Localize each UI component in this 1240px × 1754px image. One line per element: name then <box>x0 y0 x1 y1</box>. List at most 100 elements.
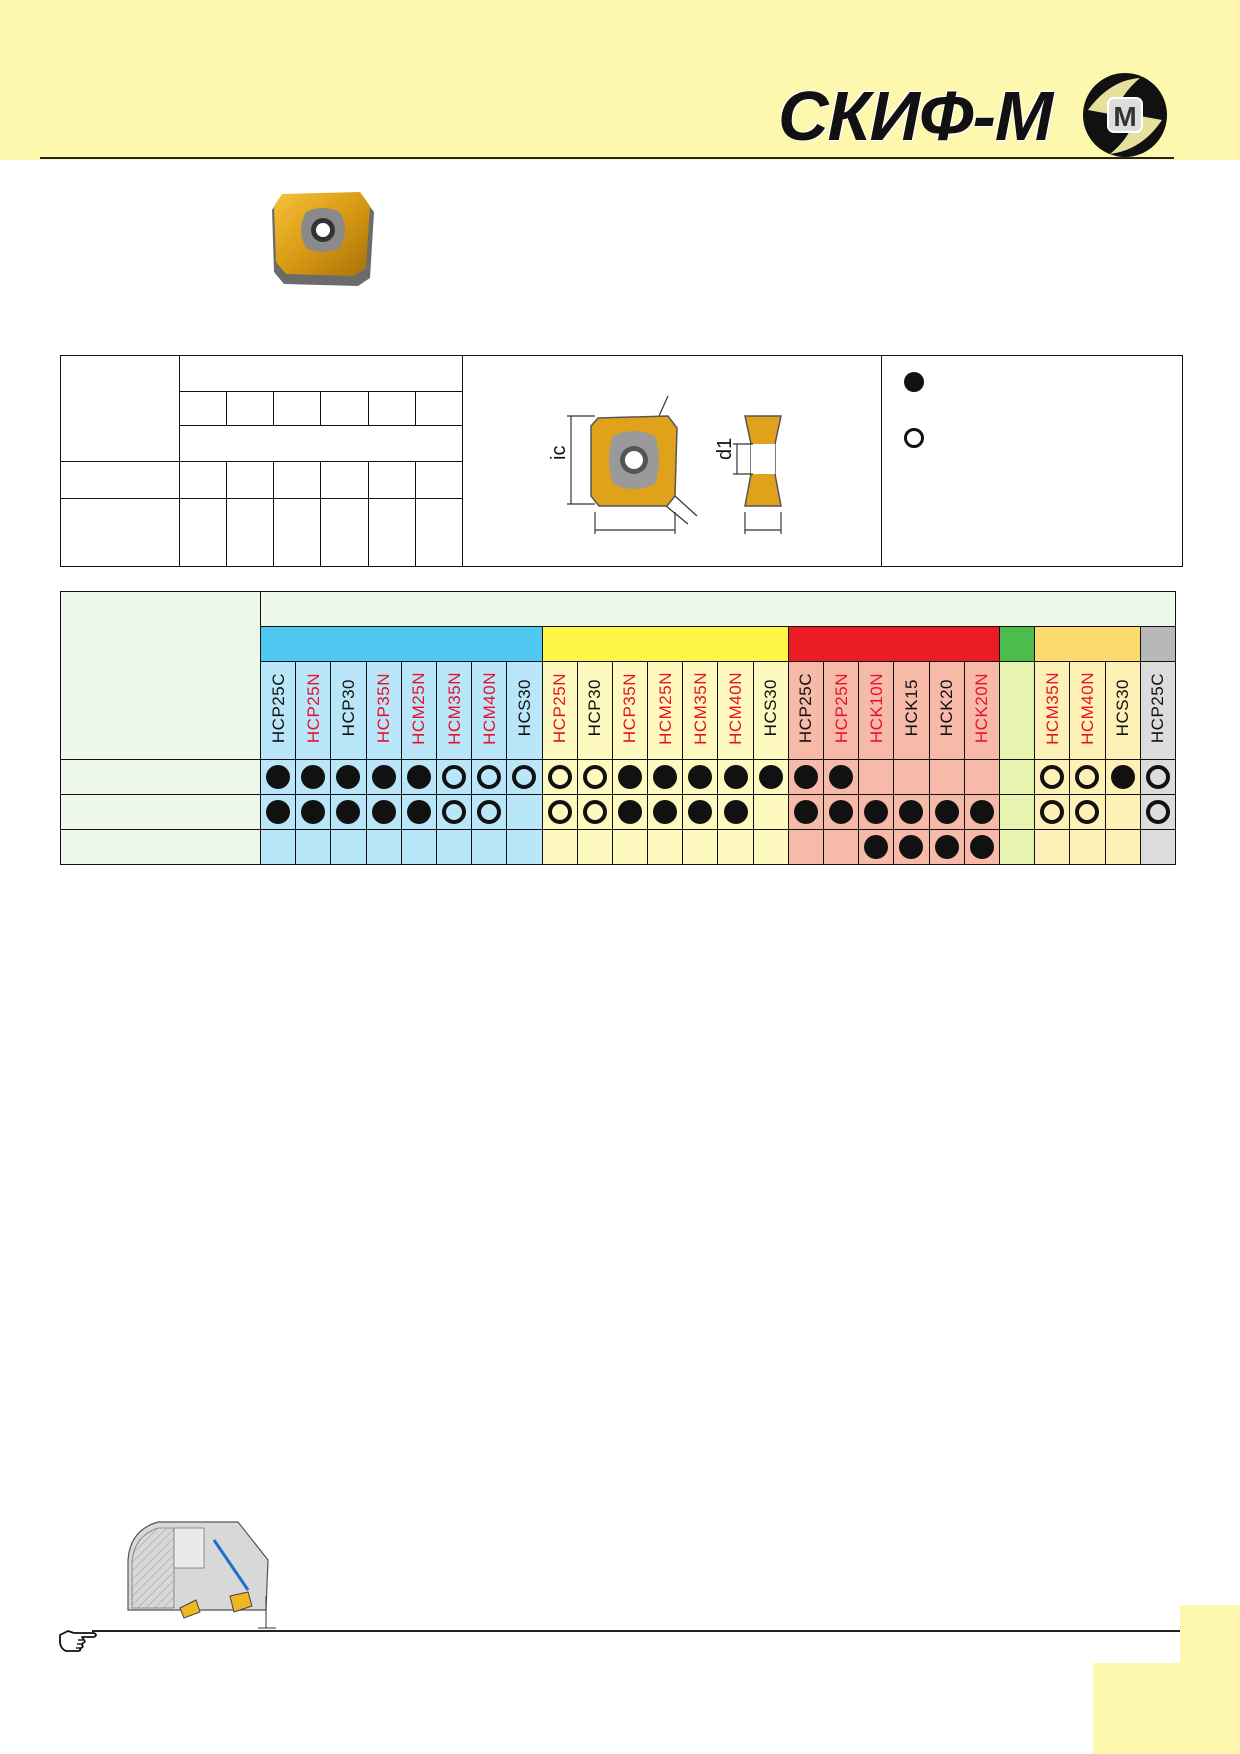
filled-circle-icon <box>969 800 994 824</box>
grade-name: HCK10N <box>866 672 886 744</box>
legend-filled-circle-icon <box>904 372 924 392</box>
ring-icon <box>1040 765 1065 789</box>
grade-cell <box>963 794 1000 830</box>
grade-name: HCM35N <box>690 671 710 745</box>
page-tab <box>1180 1605 1240 1663</box>
grade-name: HCP25N <box>303 672 323 744</box>
grade-cell <box>1139 759 1177 795</box>
insert-diagram: ic d1 <box>462 355 882 567</box>
ring-icon <box>442 800 467 824</box>
filled-circle-icon <box>1110 765 1135 789</box>
spec-header-label <box>60 354 180 463</box>
grade-header: HCP35N <box>365 661 402 760</box>
grade-cell <box>717 759 754 795</box>
grade-cell <box>330 829 367 865</box>
filled-circle-icon <box>864 800 889 824</box>
filled-circle-icon <box>336 800 361 824</box>
grade-cell <box>506 829 543 865</box>
grade-name: HCM40N <box>479 671 499 745</box>
grade-cell <box>682 794 719 830</box>
grade-cell <box>1104 759 1141 795</box>
spec-cell <box>178 497 228 568</box>
grade-name: HCP35N <box>374 672 394 744</box>
spec-cell <box>226 461 275 499</box>
legend-ring-icon <box>904 428 924 448</box>
grade-cell <box>576 829 613 865</box>
grade-cell <box>928 829 965 865</box>
spec-cell <box>320 461 369 499</box>
grade-name: HCP30 <box>338 679 358 737</box>
grade-name: HCP30 <box>585 679 605 737</box>
material-group-3 <box>787 626 1000 662</box>
spec-col <box>320 391 369 427</box>
page-tab-base <box>1093 1663 1240 1754</box>
filled-circle-icon <box>793 800 818 824</box>
grade-header: HCP30 <box>576 661 613 760</box>
grade-cell <box>998 829 1036 865</box>
filled-circle-icon <box>301 765 326 789</box>
grade-cell <box>330 794 367 830</box>
filled-circle-icon <box>617 765 642 789</box>
grade-cell <box>259 759 297 795</box>
grade-row-label <box>60 794 261 830</box>
grade-row <box>60 794 1177 830</box>
grade-cell <box>717 794 754 830</box>
ring-icon <box>582 800 607 824</box>
grade-cell <box>365 829 402 865</box>
filled-circle-icon <box>829 800 854 824</box>
grade-header: HCP25N <box>541 661 578 760</box>
spec-row-label <box>60 497 180 568</box>
ring-icon <box>1145 800 1170 824</box>
grade-cell <box>998 759 1036 795</box>
grade-name: HCM40N <box>726 671 746 745</box>
grade-header: HCK20N <box>963 661 1000 760</box>
ring-icon <box>512 765 537 789</box>
brand-name: СКИФ-М <box>778 77 1053 155</box>
grade-cell <box>858 829 895 865</box>
grade-cell <box>506 794 543 830</box>
spec-cell <box>367 461 416 499</box>
spec-cell <box>414 497 464 568</box>
grade-cell <box>822 794 860 830</box>
grade-cell <box>471 759 508 795</box>
spec-col <box>178 391 228 427</box>
grade-name: HCP25C <box>1148 672 1168 744</box>
insert-photo <box>272 192 374 286</box>
grade-cell <box>893 759 930 795</box>
ring-icon <box>547 765 572 789</box>
grade-name: HCM25N <box>655 671 675 745</box>
grade-cell <box>611 829 649 865</box>
label-ic: ic <box>548 446 570 460</box>
grade-cell <box>682 829 719 865</box>
ring-icon <box>477 800 502 824</box>
grade-header: HCP35N <box>611 661 649 760</box>
grade-cell <box>576 794 613 830</box>
grade-name: HCP25C <box>268 672 288 744</box>
cutter-drawing <box>127 1521 276 1629</box>
grade-cell <box>1034 794 1071 830</box>
grade-name: HCS30 <box>514 679 534 737</box>
grade-cell <box>1069 759 1106 795</box>
grade-cell <box>1069 829 1106 865</box>
grade-name: HCK15 <box>901 679 921 737</box>
ring-icon <box>1075 800 1100 824</box>
filled-circle-icon <box>266 765 291 789</box>
grade-cell <box>752 759 789 795</box>
spec-cell <box>273 461 322 499</box>
grade-name: HCM35N <box>444 671 464 745</box>
ring-icon <box>582 765 607 789</box>
grade-row <box>60 829 1177 865</box>
grade-name: HCK20 <box>937 679 957 737</box>
grade-name: HCP25C <box>796 672 816 744</box>
spec-col <box>367 391 416 427</box>
grade-cell <box>787 794 825 830</box>
grade-header: HCM35N <box>1034 661 1071 760</box>
spec-table: ic d1 <box>60 354 1183 568</box>
insert-diagram-drawing: ic d1 <box>548 395 782 534</box>
ring-icon <box>442 765 467 789</box>
grade-header: HCM40N <box>717 661 754 760</box>
filled-circle-icon <box>406 765 431 789</box>
grade-name: HCM40N <box>1077 671 1097 745</box>
grade-cell <box>928 759 965 795</box>
filled-circle-icon <box>336 765 361 789</box>
